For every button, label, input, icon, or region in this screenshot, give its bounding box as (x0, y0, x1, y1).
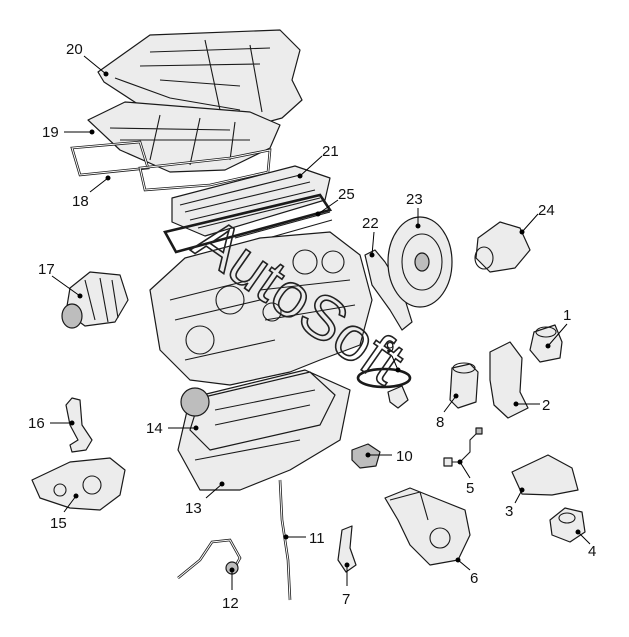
svg-text:25: 25 (338, 186, 355, 203)
intake-manifold-part (87, 101, 281, 173)
callout-5: 5 (457, 459, 474, 497)
callout-8: 8 (436, 393, 459, 431)
callout-25: 25 (315, 186, 355, 217)
svg-text:13: 13 (185, 500, 202, 517)
callout-9: 9 (386, 339, 401, 373)
svg-text:15: 15 (50, 515, 67, 532)
svg-text:17: 17 (38, 261, 55, 278)
svg-text:21: 21 (322, 143, 339, 160)
coolant-hose-part (65, 397, 93, 453)
svg-text:20: 20 (66, 41, 83, 58)
heat-shield-part (511, 454, 579, 496)
svg-text:5: 5 (466, 480, 474, 497)
breather-pipe-part (177, 538, 242, 580)
svg-text:1: 1 (563, 307, 571, 324)
callout-18: 18 (72, 175, 111, 210)
svg-text:3: 3 (505, 503, 513, 520)
callout-16: 16 (28, 415, 75, 432)
oil-pan-gasket-part (180, 371, 336, 451)
callout-6: 6 (455, 557, 478, 587)
oil-filter-element-part (449, 362, 479, 409)
svg-text:14: 14 (146, 420, 163, 437)
callout-2: 2 (513, 397, 550, 414)
svg-text:8: 8 (436, 414, 444, 431)
starter-motor-part (474, 221, 531, 273)
svg-text:19: 19 (42, 124, 59, 141)
svg-text:18: 18 (72, 193, 89, 210)
svg-text:23: 23 (406, 191, 423, 208)
callout-7: 7 (342, 562, 350, 608)
dipstick-bracket-part (337, 525, 357, 573)
oil-pump-part (384, 487, 471, 566)
callout-20: 20 (66, 41, 109, 77)
oil-filter-seal-part (356, 367, 412, 409)
svg-text:7: 7 (342, 591, 350, 608)
svg-text:22: 22 (362, 215, 379, 232)
callout-10: 10 (365, 448, 413, 465)
dipstick-tube-part (278, 479, 292, 601)
intake-gasket-part (70, 140, 272, 192)
callout-13: 13 (185, 481, 225, 517)
callout-14: 14 (146, 420, 199, 437)
svg-text:6: 6 (470, 570, 478, 587)
svg-text:16: 16 (28, 415, 45, 432)
callout-17: 17 (38, 261, 83, 299)
svg-text:2: 2 (542, 397, 550, 414)
oil-filter-cap-part (529, 324, 563, 363)
callout-15: 15 (50, 493, 79, 532)
alternator-part (61, 271, 129, 329)
svg-text:9: 9 (386, 339, 394, 356)
water-pump-housing-part (31, 457, 126, 511)
callout-12: 12 (222, 567, 239, 612)
svg-text:11: 11 (309, 530, 325, 547)
svg-text:12: 12 (222, 595, 239, 612)
svg-text:4: 4 (588, 543, 596, 560)
callout-3: 3 (505, 487, 525, 520)
valve-cover-part (163, 165, 333, 254)
flywheel-part (387, 216, 453, 308)
callout-24: 24 (519, 202, 555, 235)
engine-block-part (149, 231, 373, 386)
rear-cover-plate-part (364, 249, 413, 331)
svg-text:24: 24 (538, 202, 555, 219)
oil-filter-housing-part (489, 341, 529, 419)
callout-22: 22 (362, 215, 379, 258)
svg-text:10: 10 (396, 448, 413, 465)
callout-4: 4 (575, 529, 596, 560)
callout-19: 19 (42, 124, 95, 141)
callout-1: 1 (545, 307, 571, 349)
callout-11: 11 (283, 530, 325, 547)
engine-mount-part (549, 507, 586, 543)
sensor-cable-part (443, 427, 483, 467)
callout-23: 23 (406, 191, 423, 229)
callout-21: 21 (297, 143, 339, 179)
